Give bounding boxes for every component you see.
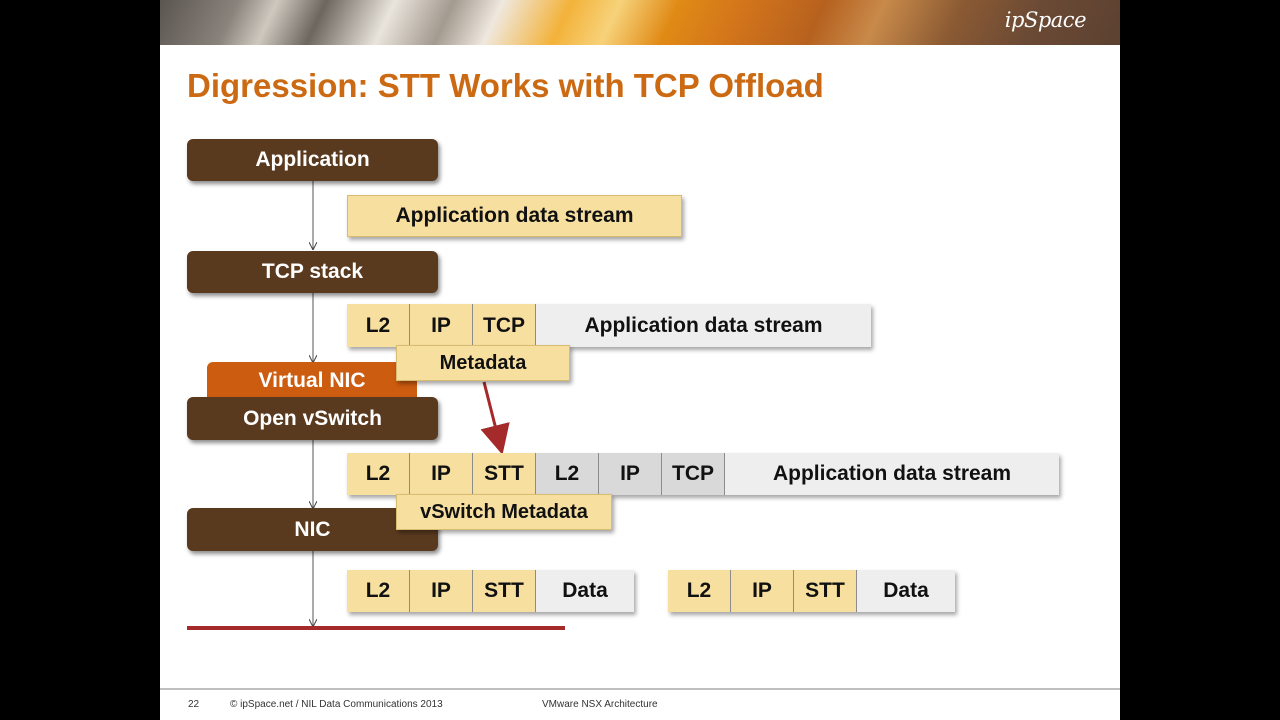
frame-cell: IP <box>599 453 662 495</box>
virtual-nic-box: Virtual NIC <box>207 362 417 400</box>
frame-cell: IP <box>410 453 473 495</box>
app-data-stream-box: Application data stream <box>347 195 682 237</box>
metadata-tag: Metadata <box>396 345 570 381</box>
footer-page-number: 22 <box>188 699 200 710</box>
frame-cell: TCP <box>473 304 536 347</box>
application-box: Application <box>187 139 438 181</box>
frame-cell: L2 <box>536 453 599 495</box>
tcp-frame: L2 IP TCP Application data stream <box>347 304 871 347</box>
frame-cell: STT <box>473 570 536 612</box>
stt-segment-2: L2 IP STT Data <box>668 570 955 612</box>
slide-title: Digression: STT Works with TCP Offload <box>187 67 824 104</box>
footer-copyright: © ipSpace.net / NIL Data Communications … <box>230 699 443 710</box>
frame-cell: Data <box>536 570 634 612</box>
footer-divider <box>160 688 1120 690</box>
stt-segment-1: L2 IP STT Data <box>347 570 634 612</box>
footer-topic: VMware NSX Architecture <box>542 699 658 710</box>
frame-cell: Data <box>857 570 955 612</box>
frame-cell: Application data stream <box>725 453 1059 495</box>
frame-cell: IP <box>410 570 473 612</box>
vswitch-metadata-tag: vSwitch Metadata <box>396 494 612 530</box>
frame-cell: L2 <box>347 304 410 347</box>
frame-cell: L2 <box>668 570 731 612</box>
frame-cell: Application data stream <box>536 304 871 347</box>
frame-cell: L2 <box>347 453 410 495</box>
frame-cell: L2 <box>347 570 410 612</box>
wire-line <box>187 626 565 630</box>
ipspace-logo: ipSpace <box>1004 8 1087 32</box>
metadata-arrow <box>480 381 510 455</box>
header-banner: ipSpace <box>160 0 1120 45</box>
tcp-stack-box: TCP stack <box>187 251 438 293</box>
frame-cell: STT <box>794 570 857 612</box>
frame-cell: IP <box>410 304 473 347</box>
frame-cell: TCP <box>662 453 725 495</box>
open-vswitch-box: Open vSwitch <box>187 397 438 440</box>
stt-frame: L2 IP STT L2 IP TCP Application data str… <box>347 453 1059 495</box>
slide: ipSpace Digression: STT Works with TCP O… <box>160 0 1120 720</box>
frame-cell: STT <box>473 453 536 495</box>
connector-lines <box>160 181 510 720</box>
frame-cell: IP <box>731 570 794 612</box>
